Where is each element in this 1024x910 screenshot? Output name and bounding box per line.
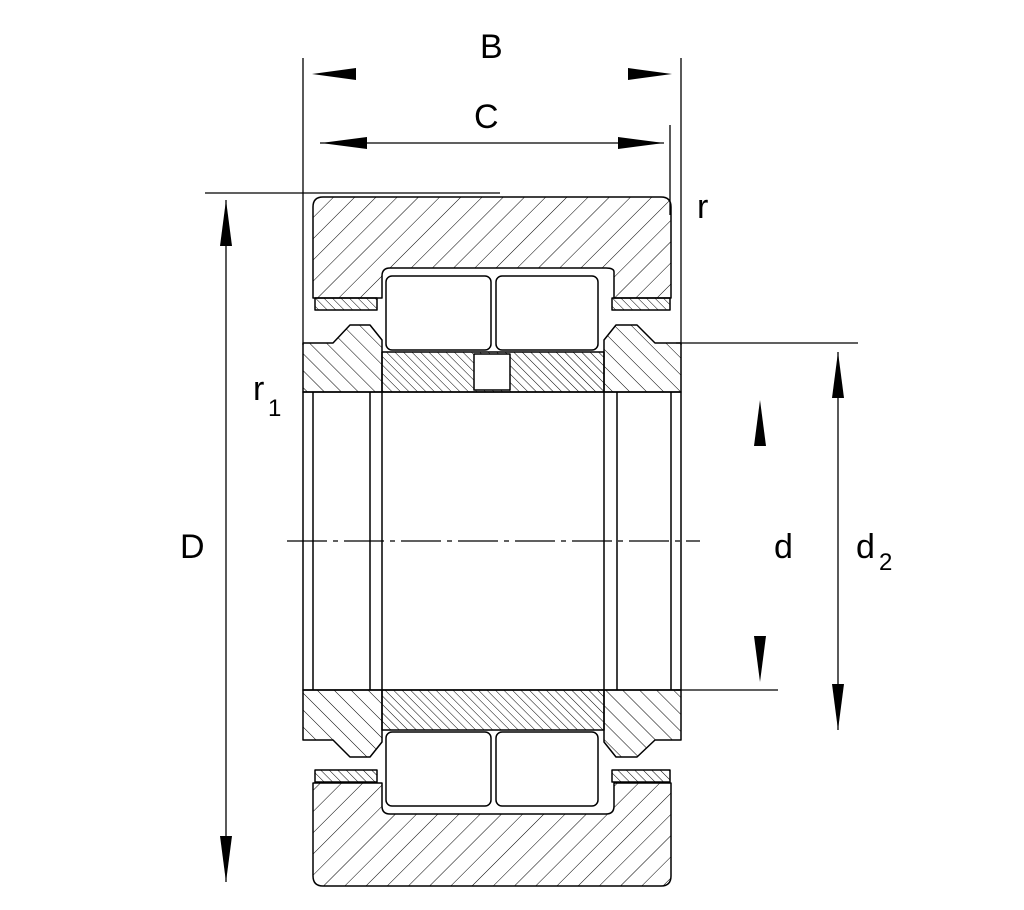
outer-ring-bottom xyxy=(312,782,672,887)
flange-ring-top-right xyxy=(603,324,682,393)
d-arrow-bottom xyxy=(754,636,766,682)
seal-top-left xyxy=(314,297,378,311)
roller-bottom-left xyxy=(385,731,492,807)
b-arrow-left xyxy=(312,68,356,80)
label-C: C xyxy=(474,98,499,136)
inner-ring-top-groove xyxy=(473,353,511,391)
labels: B C r r 1 D d d 2 xyxy=(180,28,892,576)
c-arrow-right xyxy=(618,137,664,149)
inner-ring-bottom xyxy=(381,689,605,731)
seal-top-right xyxy=(611,297,671,311)
arrowheads xyxy=(220,68,844,882)
label-r1: r xyxy=(253,370,264,408)
label-r: r xyxy=(697,188,708,226)
D-arrow-bottom xyxy=(220,836,232,882)
label-r1-subscript: 1 xyxy=(268,395,281,422)
dimension-lines xyxy=(205,58,858,882)
label-d2: d xyxy=(856,528,875,566)
d2-arrow-bottom xyxy=(832,684,844,730)
bearing-geometry xyxy=(302,196,682,887)
label-D: D xyxy=(180,528,205,566)
seal-bottom-right xyxy=(611,769,671,783)
roller-top-left xyxy=(385,275,492,351)
roller-top-right xyxy=(495,275,599,351)
flange-ring-top-left xyxy=(302,324,383,393)
D-arrow-top xyxy=(220,200,232,246)
outer-ring-top xyxy=(312,196,672,299)
bore-outline xyxy=(302,391,682,691)
label-B: B xyxy=(480,28,503,66)
b-arrow-right xyxy=(628,68,672,80)
label-d: d xyxy=(774,528,793,566)
flange-ring-bottom-right xyxy=(603,689,682,758)
c-arrow-left xyxy=(321,137,367,149)
roller-bottom-right xyxy=(495,731,599,807)
d2-arrow-top xyxy=(832,352,844,398)
seal-bottom-left xyxy=(314,769,378,783)
label-d2-subscript: 2 xyxy=(879,549,892,576)
d-arrow-top xyxy=(754,400,766,446)
flange-ring-bottom-left xyxy=(302,689,383,758)
